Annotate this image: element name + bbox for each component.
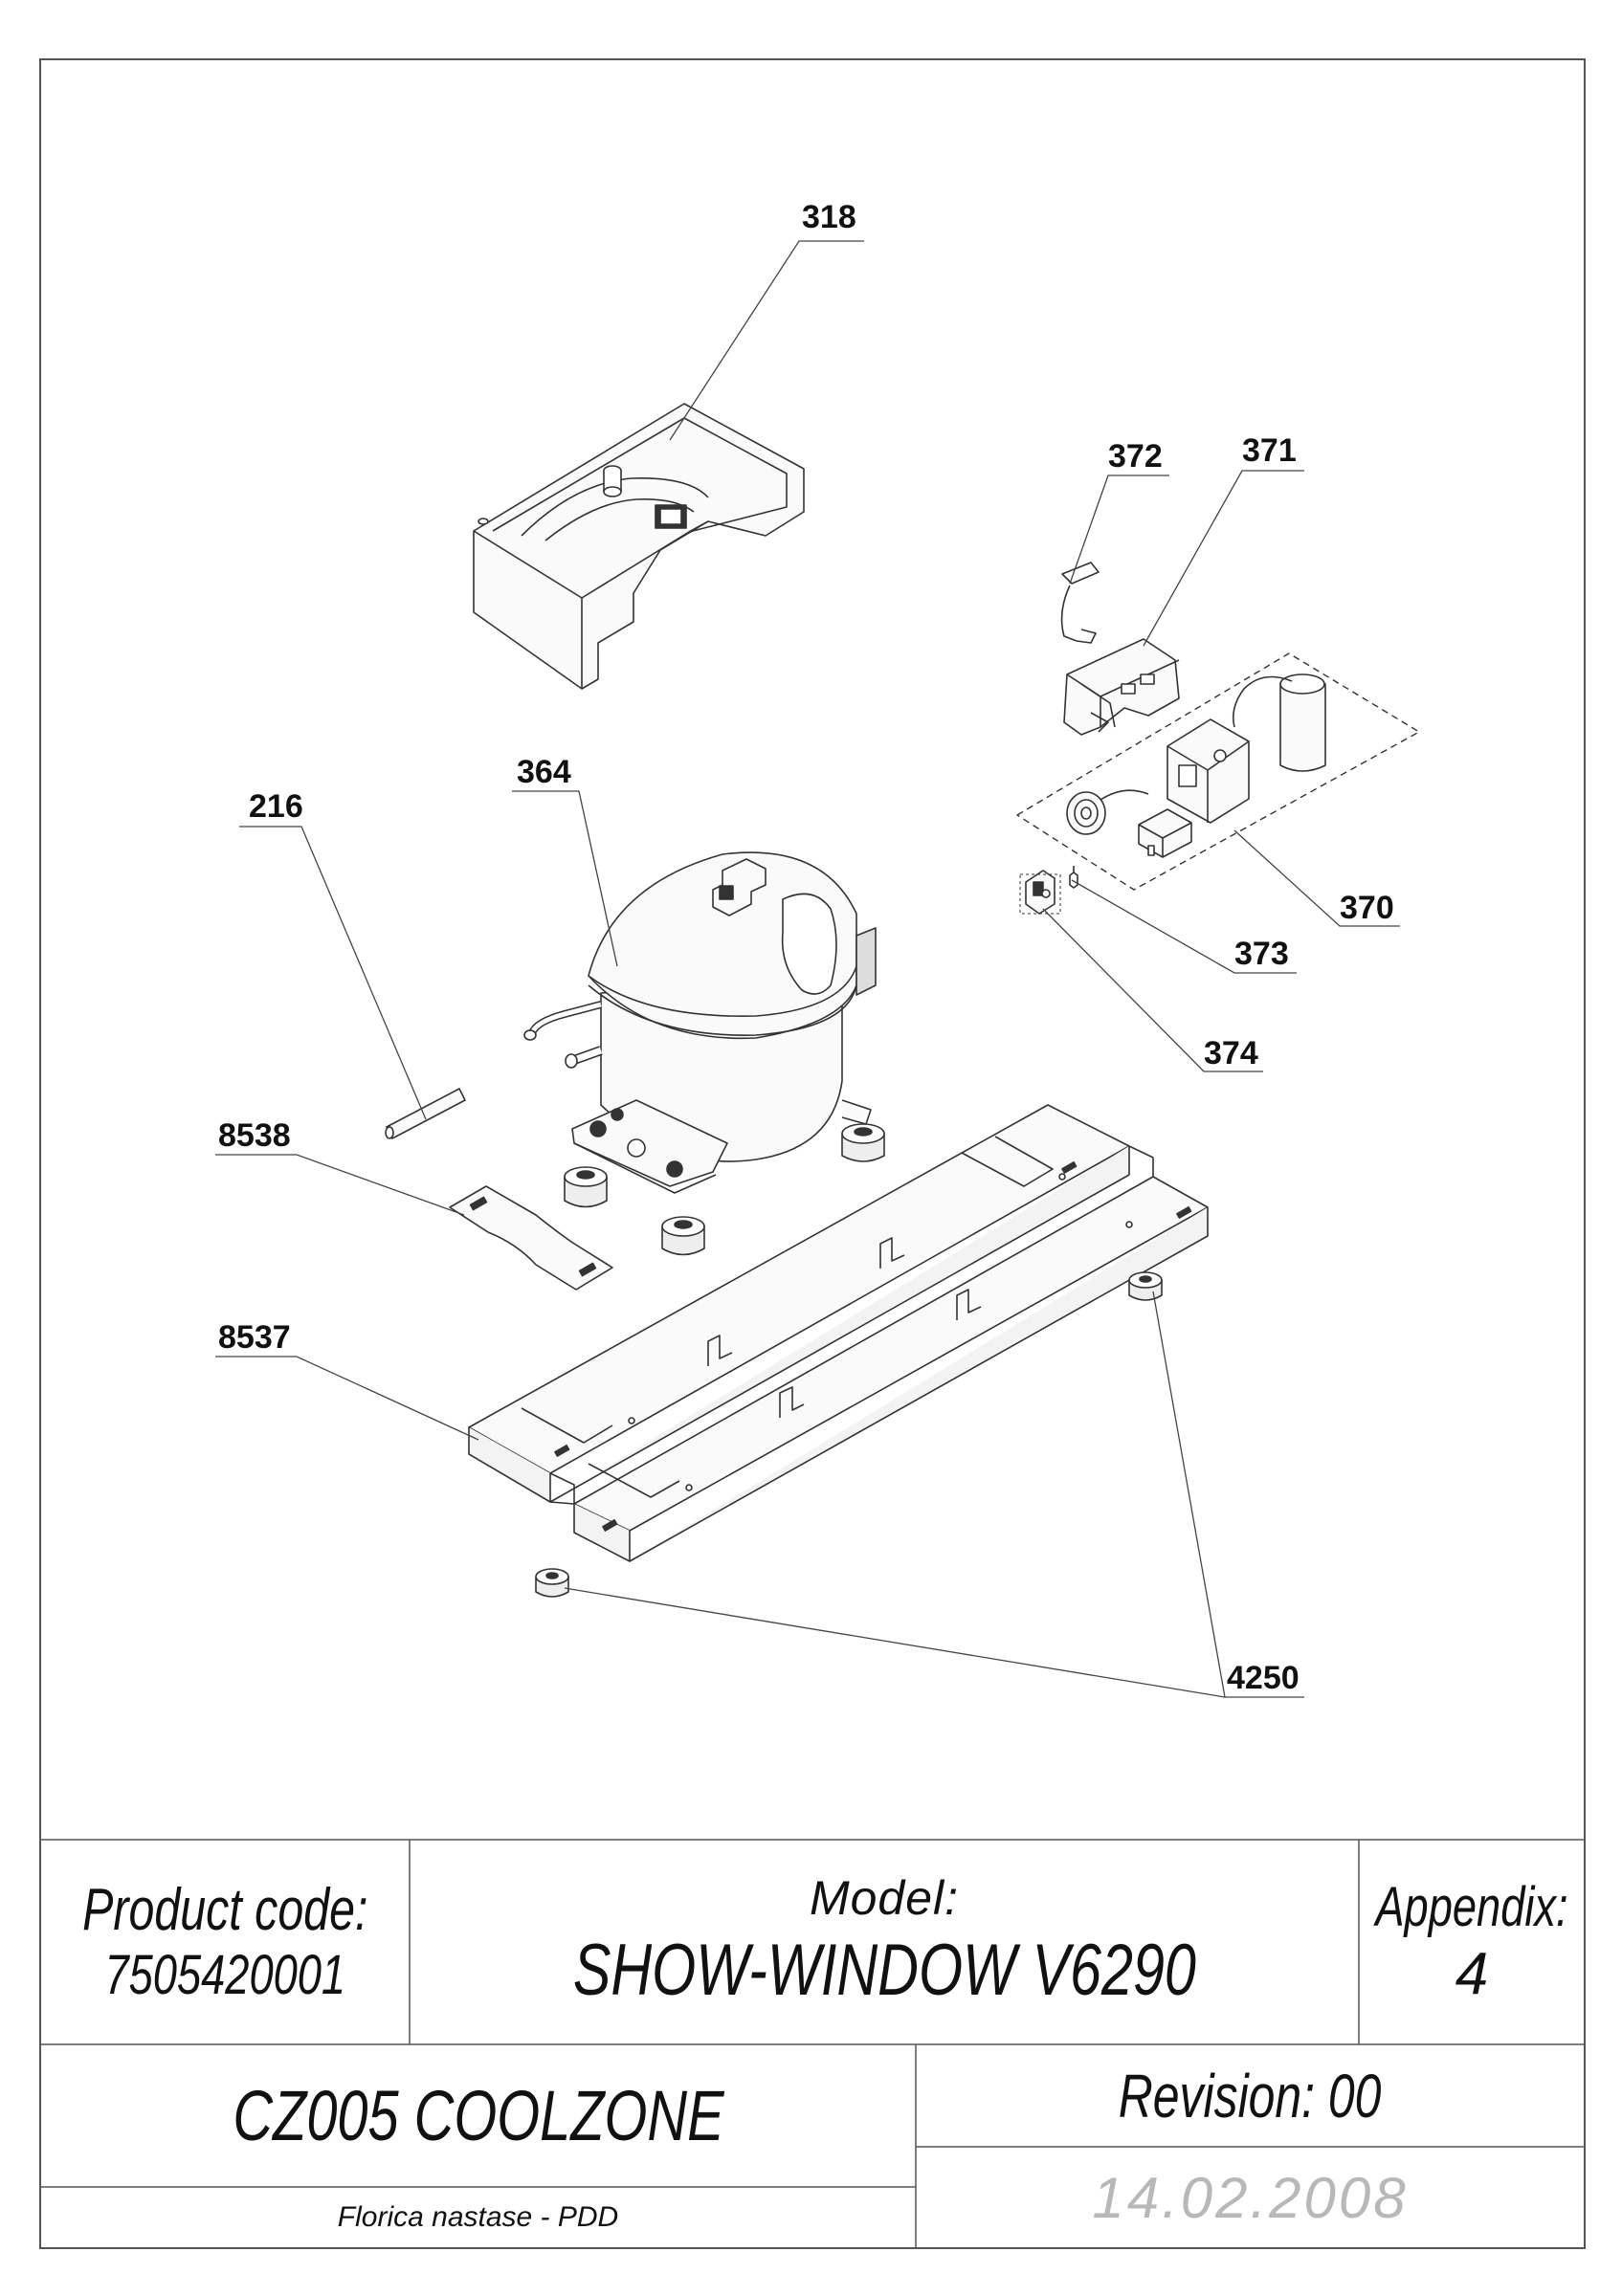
drawing-frame <box>39 58 1586 2249</box>
part-rubber-grommets <box>564 1123 885 1256</box>
part-371-relay-cover <box>1063 638 1180 736</box>
callout-8538: 8538 <box>218 1117 291 1154</box>
author-name: Florica nastase - PDD <box>337 2201 619 2233</box>
revision-cell: Revision: 00 <box>916 2044 1585 2147</box>
part-318-tray <box>473 403 805 690</box>
leader-lines <box>215 240 1400 1698</box>
appendix-cell: Appendix: 4 <box>1359 1840 1585 2044</box>
callout-373: 373 <box>1234 936 1289 972</box>
product-name-cell: CZ005 COOLZONE <box>40 2044 916 2187</box>
part-216-pin <box>385 1088 466 1139</box>
product-code-value: 7505420001 <box>104 1944 345 2007</box>
part-8537-base-rails <box>468 1104 1209 1562</box>
product-name: CZ005 COOLZONE <box>232 2076 724 2155</box>
part-4250-feet <box>535 1271 1163 1598</box>
part-8538-strap <box>449 1185 613 1291</box>
revision-label: Revision: 00 <box>1119 2061 1382 2130</box>
appendix-value: 4 <box>1455 1940 1489 2007</box>
callout-8537: 8537 <box>218 1319 291 1356</box>
callout-374: 374 <box>1204 1035 1258 1071</box>
product-code-cell: Product code: 7505420001 <box>40 1840 410 2044</box>
title-block-grid <box>40 1839 1585 2248</box>
appendix-label: Appendix: <box>1375 1876 1568 1938</box>
author-cell: Florica nastase - PDD <box>40 2187 916 2248</box>
part-373-374-fixings <box>1019 866 1078 915</box>
date-cell: 14.02.2008 <box>916 2147 1585 2248</box>
model-cell: Model: SHOW-WINDOW V6290 <box>410 1840 1359 2044</box>
part-364-compressor <box>523 851 877 1194</box>
callout-216: 216 <box>249 788 303 825</box>
part-372-clip <box>1060 562 1100 644</box>
callout-371: 371 <box>1242 432 1297 469</box>
callout-370: 370 <box>1340 890 1394 926</box>
model-value: SHOW-WINDOW V6290 <box>572 1930 1196 2012</box>
part-370-electrical-group <box>1016 652 1420 891</box>
callout-372: 372 <box>1108 438 1163 475</box>
drawing-date: 14.02.2008 <box>1092 2165 1409 2230</box>
product-code-label: Product code: <box>81 1877 368 1943</box>
callout-318: 318 <box>802 199 856 235</box>
callout-4250: 4250 <box>1227 1660 1300 1696</box>
model-label: Model: <box>809 1871 960 1926</box>
callout-labels: 318 372 371 216 364 370 373 374 8538 853… <box>218 199 1394 1696</box>
callout-364: 364 <box>517 754 571 790</box>
